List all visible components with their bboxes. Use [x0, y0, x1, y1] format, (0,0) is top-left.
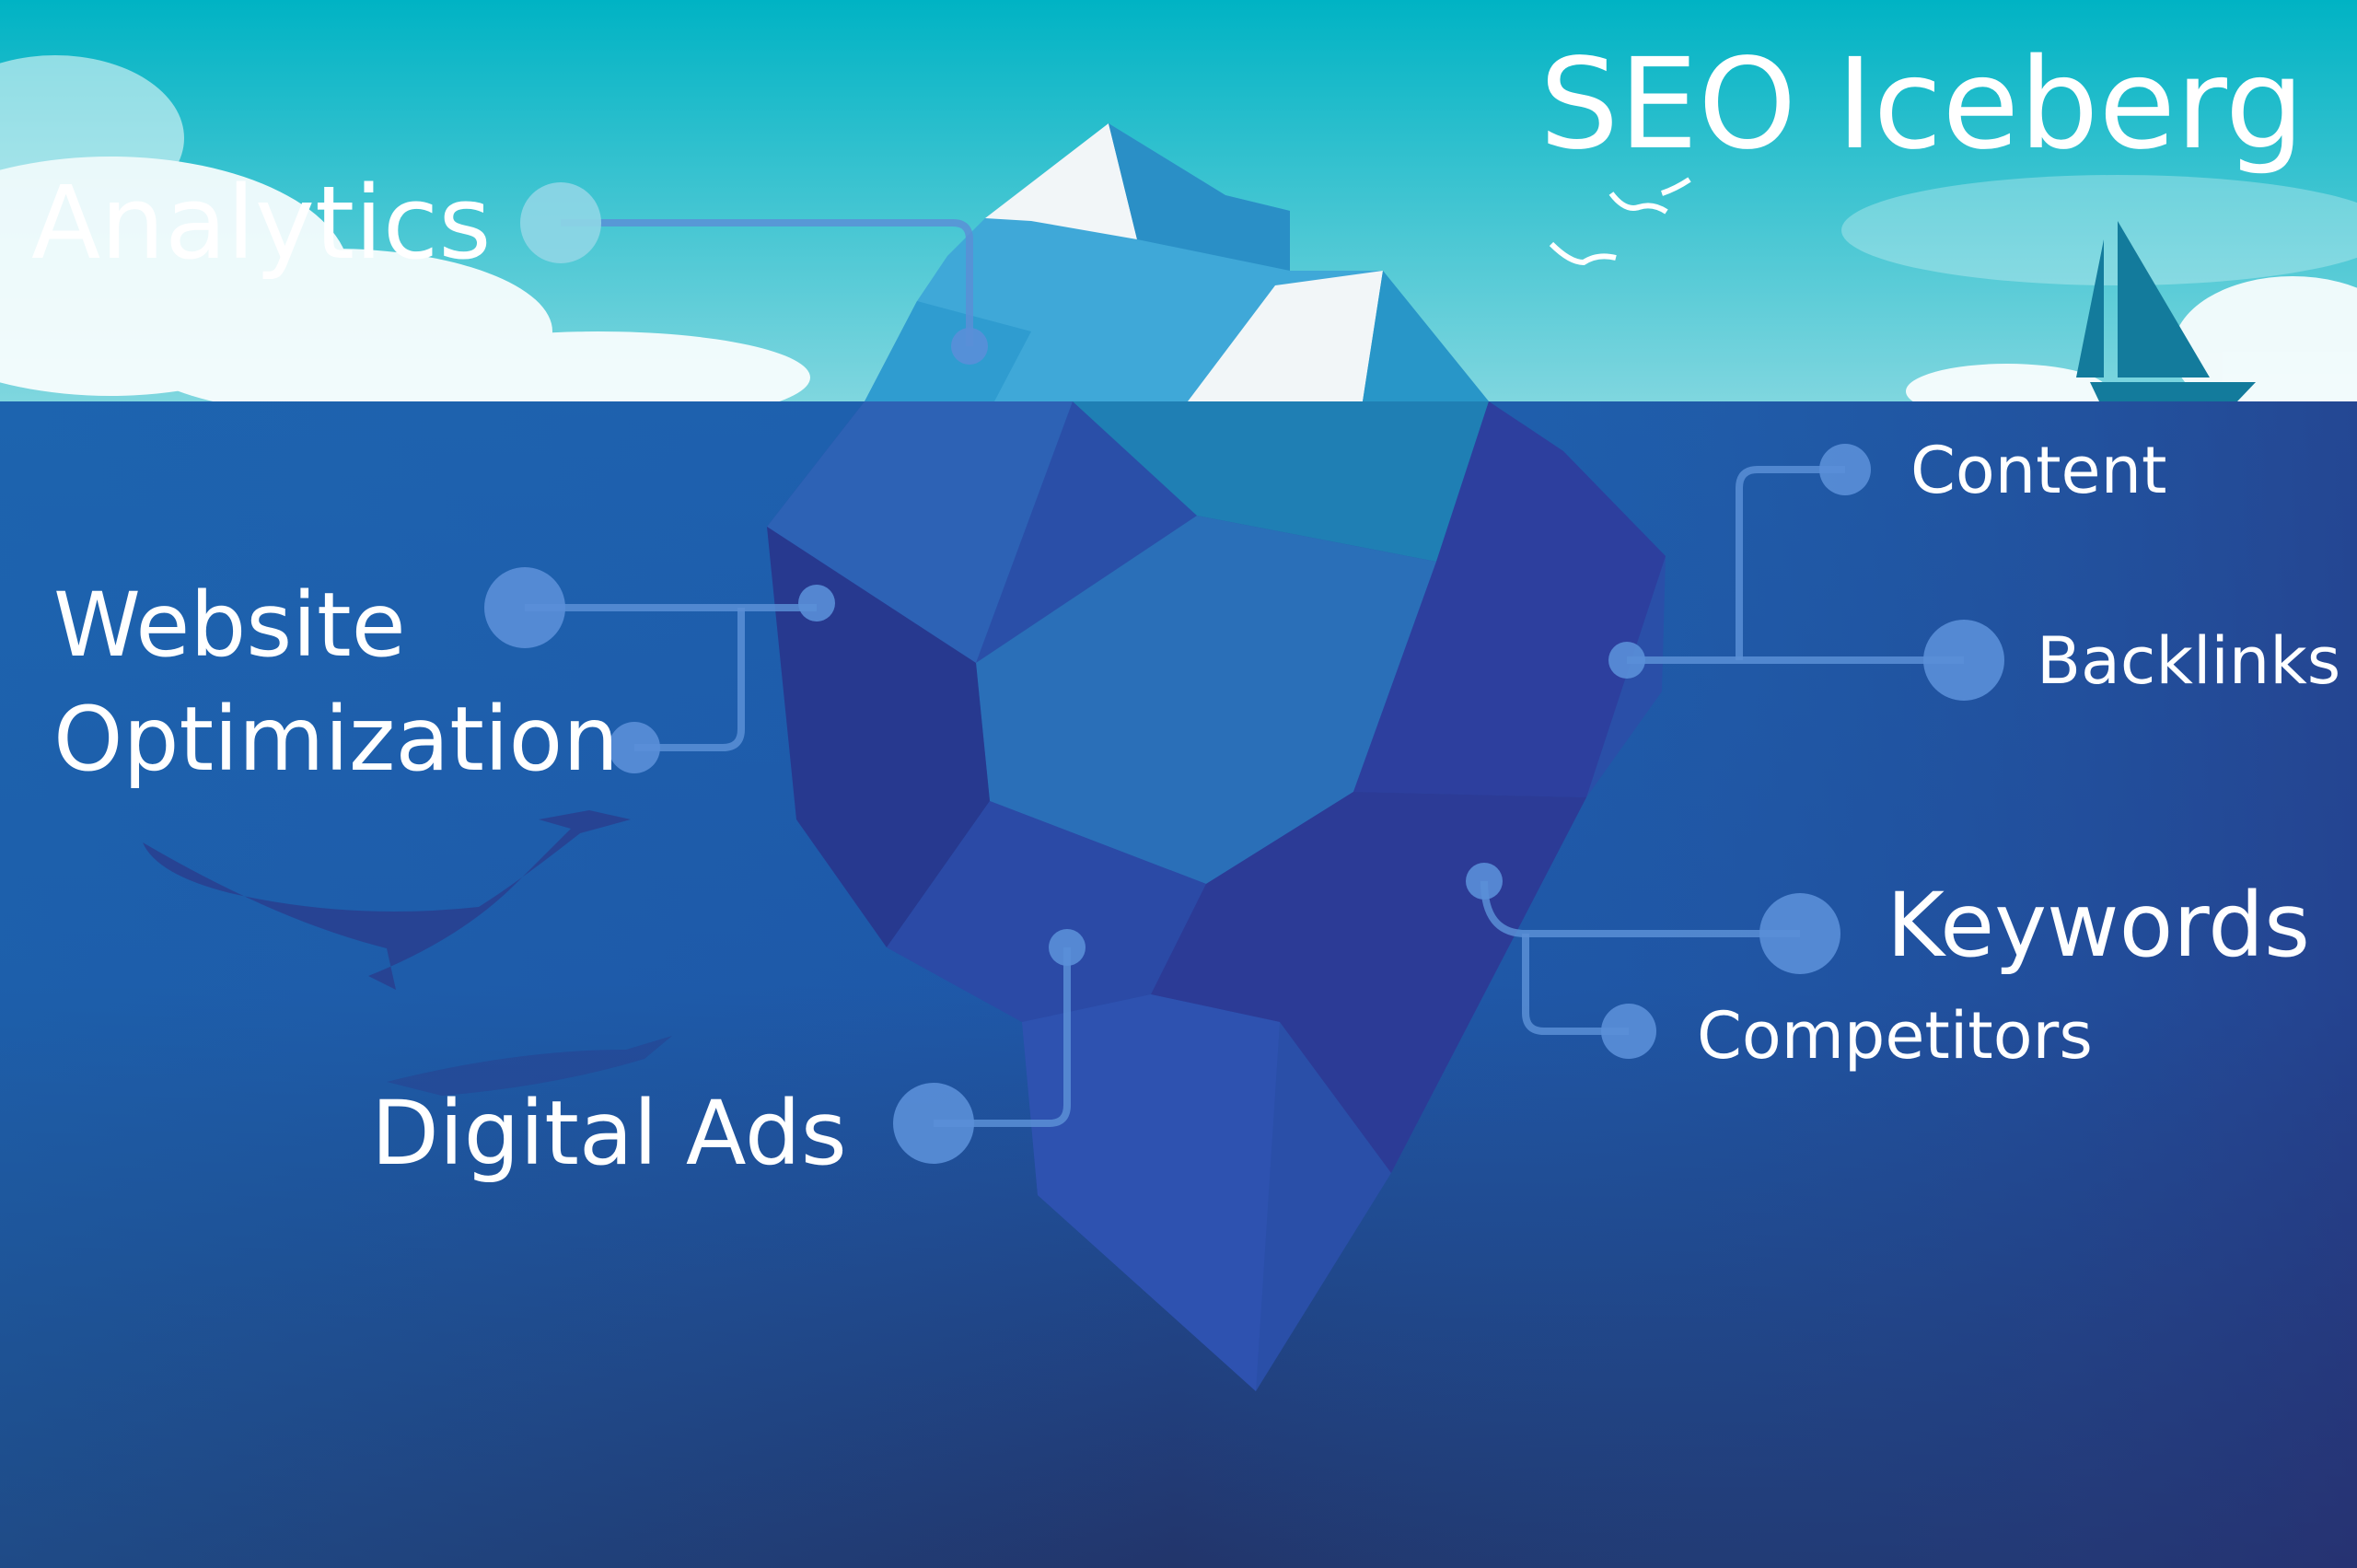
label-digital-ads: Digital Ads [371, 1082, 847, 1185]
birds-icon [1549, 177, 1691, 266]
whale-icon [143, 810, 672, 1096]
label-backlinks: Backlinks [2037, 623, 2340, 699]
label-keywords: Keywords [1887, 874, 2310, 977]
analytics-node [520, 182, 601, 263]
page-title: SEO Iceberg [1539, 32, 2305, 178]
label-website: Website [53, 574, 406, 677]
backlinks-node [1923, 620, 2004, 701]
competitors-node [1601, 1004, 1656, 1059]
label-content: Content [1910, 433, 2166, 508]
sailboat-icon [2076, 221, 2256, 401]
optimization-node [609, 722, 660, 773]
content-node [1819, 444, 1871, 495]
label-competitors: Competitors [1697, 998, 2093, 1074]
keywords-node [1759, 893, 1840, 974]
digital-ads-node [893, 1083, 974, 1164]
label-optimization: Optimization [53, 688, 619, 791]
clouds-left [0, 55, 810, 424]
website-node [484, 567, 565, 648]
iceberg-underwater [767, 401, 1666, 1391]
connector-dots [484, 182, 2004, 1164]
connectors [525, 219, 1964, 1127]
iceberg-tip [865, 123, 1489, 401]
label-analytics: Analytics [31, 164, 492, 282]
